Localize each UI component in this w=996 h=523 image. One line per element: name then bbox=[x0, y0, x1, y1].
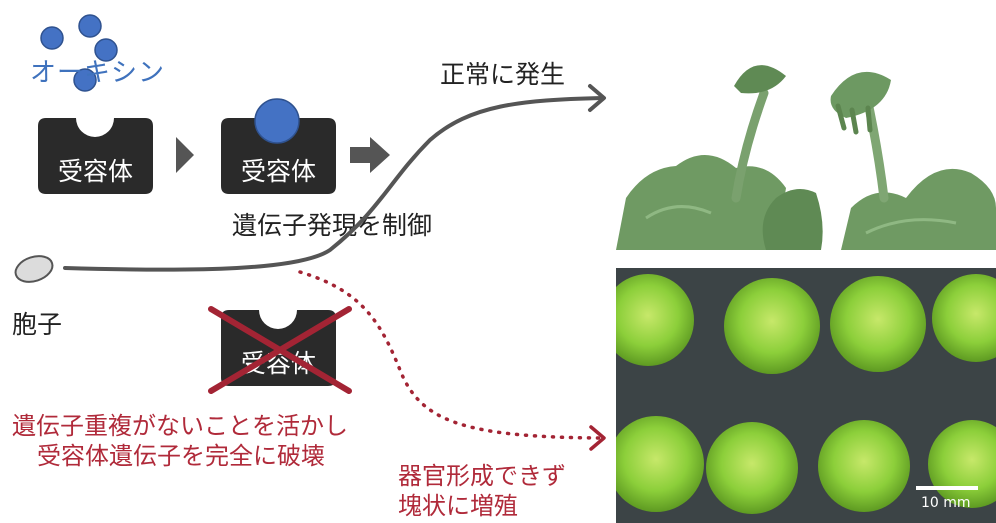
receptor-unbound: 受容体 bbox=[38, 118, 153, 194]
scale-bar bbox=[916, 486, 978, 490]
receptor-label: 受容体 bbox=[240, 157, 316, 186]
receptor-label: 受容体 bbox=[57, 157, 133, 186]
knockout-cross-icon bbox=[208, 306, 352, 394]
spore-label: 胞子 bbox=[12, 310, 63, 339]
receptor-shape bbox=[38, 118, 153, 194]
auxin-molecules bbox=[40, 14, 118, 92]
abnormal-result-line1: 器官形成できず bbox=[398, 462, 566, 490]
auxin-bound-molecule bbox=[254, 98, 300, 144]
spore-icon bbox=[14, 255, 54, 283]
callus-illustration bbox=[616, 274, 996, 514]
auxin-label: オーキシン bbox=[30, 58, 166, 88]
auxin-molecule bbox=[40, 26, 64, 50]
gene-control-label: 遺伝子発現を制御 bbox=[232, 211, 433, 240]
knockout-description-line1: 遺伝子重複がないことを活かし bbox=[12, 412, 348, 440]
receptor-bound: 受容体 bbox=[221, 118, 336, 194]
knockout-callus-photo: 10 mm bbox=[616, 268, 996, 523]
abnormal-result-line2: 塊状に増殖 bbox=[398, 492, 518, 520]
knockout-development-arrowhead bbox=[589, 425, 606, 451]
normal-plant-photo bbox=[616, 48, 996, 250]
normal-development-label: 正常に発生 bbox=[440, 60, 566, 89]
auxin-molecule bbox=[73, 68, 97, 92]
normal-development-arrowhead bbox=[588, 84, 606, 112]
scale-bar-label: 10 mm bbox=[921, 495, 971, 511]
binding-arrow-icon bbox=[176, 137, 194, 173]
normal-plant-illustration bbox=[616, 65, 996, 250]
signal-arrow-icon bbox=[350, 137, 390, 173]
knockout-development-path bbox=[298, 270, 602, 440]
auxin-molecule bbox=[94, 38, 118, 62]
normal-development-path bbox=[63, 96, 604, 272]
auxin-molecule bbox=[78, 14, 102, 38]
knockout-description-line2: 受容体遺伝子を完全に破壊 bbox=[37, 442, 325, 470]
receptor-shape bbox=[221, 118, 336, 194]
